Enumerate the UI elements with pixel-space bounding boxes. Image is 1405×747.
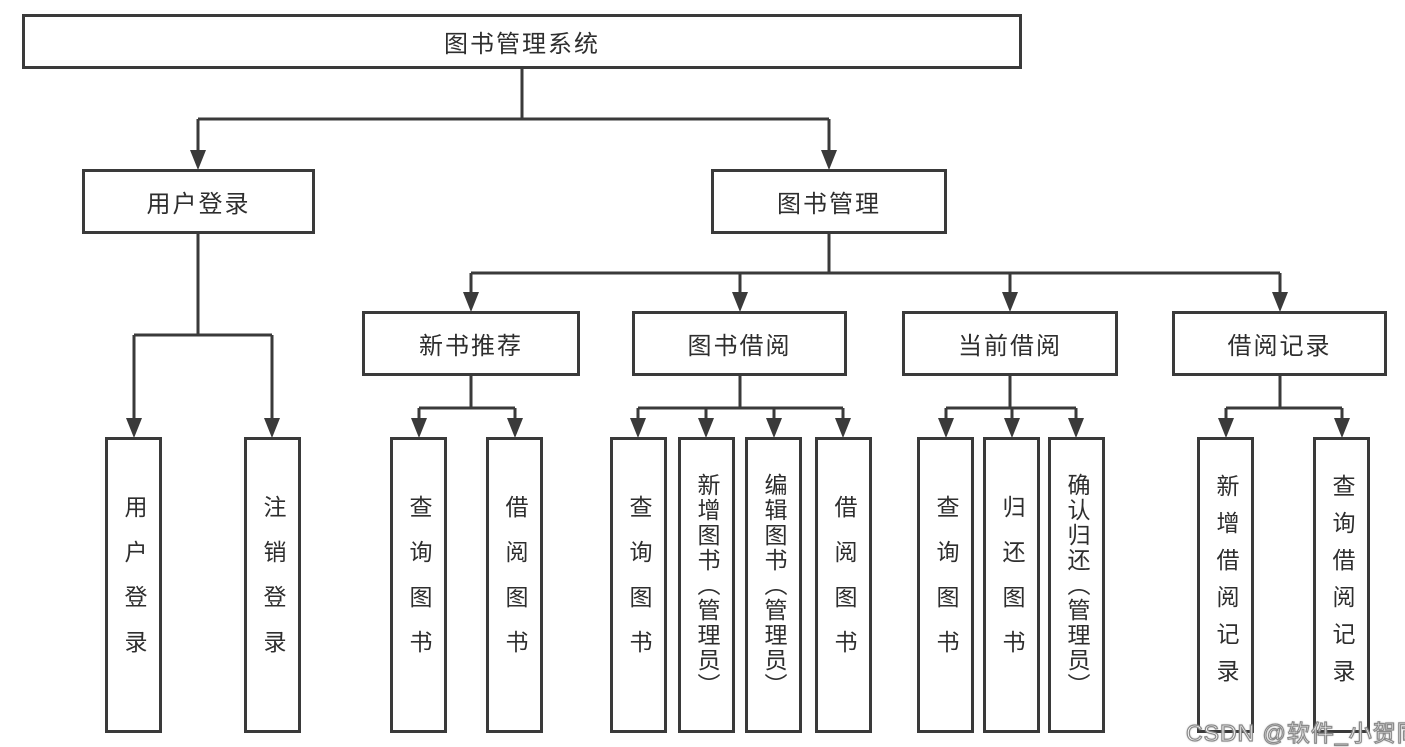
leaf-logout-label: 注销登录 [260, 495, 286, 675]
node-current-borrowing: 当前借阅 [902, 311, 1118, 376]
leaf-logout: 注销登录 [244, 437, 301, 733]
leaf-confirm-return-admin-label: 确认归还（管理员） [1064, 472, 1090, 698]
leaf-query-books: 查询图书 [390, 437, 447, 733]
leaf-edit-books-admin-label: 编辑图书（管理员） [761, 472, 787, 698]
leaf-query-books-label: 查询图书 [406, 495, 432, 675]
node-new-book-recommendation: 新书推荐 [362, 311, 580, 376]
node-book-borrowing-label: 图书借阅 [687, 333, 792, 360]
leaf-borrow-books: 借阅图书 [815, 437, 872, 733]
arrowhead-icons [126, 150, 1350, 438]
leaf-confirm-return-admin: 确认归还（管理员） [1048, 437, 1105, 733]
leaf-add-borrow-record-label: 新增借阅记录 [1213, 474, 1239, 696]
leaf-add-books-admin-label: 新增图书（管理员） [694, 472, 720, 698]
leaf-add-books-admin: 新增图书（管理员） [678, 437, 735, 733]
node-borrowing-records-label: 借阅记录 [1227, 333, 1332, 360]
node-new-book-recommendation-label: 新书推荐 [419, 333, 523, 360]
node-book-borrowing: 图书借阅 [632, 311, 847, 376]
node-library-management-system: 图书管理系统 [22, 14, 1022, 69]
leaf-return-books-label: 归还图书 [999, 495, 1025, 675]
leaf-return-books: 归还图书 [983, 437, 1040, 733]
leaf-add-borrow-record: 新增借阅记录 [1197, 437, 1254, 733]
node-library-management-system-label: 图书管理系统 [444, 31, 600, 58]
leaf-user-login: 用户登录 [105, 437, 162, 733]
leaf-query-borrow-record-label: 查询借阅记录 [1329, 474, 1355, 696]
leaf-query-books: 查询图书 [610, 437, 667, 733]
watermark: CSDN @软件_小贺同学 [1185, 719, 1405, 746]
leaf-borrow-books-label: 借阅图书 [502, 495, 528, 675]
node-user-login: 用户登录 [82, 169, 315, 234]
leaf-query-books: 查询图书 [917, 437, 974, 733]
leaf-query-borrow-record: 查询借阅记录 [1313, 437, 1370, 733]
node-book-management: 图书管理 [711, 169, 947, 234]
leaf-query-books-label: 查询图书 [933, 495, 959, 675]
leaf-borrow-books: 借阅图书 [486, 437, 543, 733]
leaf-query-books-label: 查询图书 [626, 495, 652, 675]
node-user-login-label: 用户登录 [146, 191, 251, 218]
node-current-borrowing-label: 当前借阅 [958, 333, 1062, 360]
node-book-management-label: 图书管理 [777, 191, 881, 218]
leaf-borrow-books-label: 借阅图书 [831, 495, 857, 675]
leaf-user-login-label: 用户登录 [121, 495, 147, 675]
leaf-edit-books-admin: 编辑图书（管理员） [745, 437, 802, 733]
node-borrowing-records: 借阅记录 [1172, 311, 1387, 376]
